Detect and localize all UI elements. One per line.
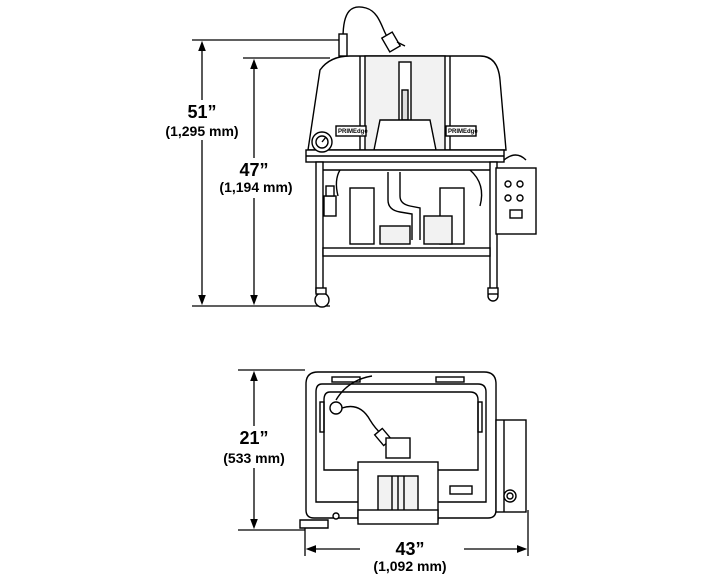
width-inches: 43”	[395, 539, 424, 559]
lower-crossbar	[322, 247, 491, 257]
left-caster	[314, 292, 330, 308]
brand-plate-right	[445, 125, 477, 137]
foot-pedal	[299, 519, 329, 529]
air-filter	[323, 195, 337, 217]
cord-grommet	[329, 401, 343, 415]
height-overall-dimension	[192, 39, 340, 307]
height-overall-mm: (1,295 mm)	[165, 123, 238, 139]
left-leg	[315, 161, 324, 293]
depth-inches: 21”	[239, 428, 268, 448]
brand-plate-left	[335, 125, 367, 137]
height-overall-inches: 51”	[187, 102, 216, 122]
top-view-machine	[299, 371, 527, 529]
height-work-mm: (1,194 mm)	[219, 179, 292, 195]
power-cord	[338, 6, 406, 57]
control-box-front	[495, 167, 537, 235]
front-view-machine	[305, 6, 537, 308]
height-work-inches: 47”	[239, 160, 268, 180]
brand-label-right: PRIMEdge	[448, 129, 478, 135]
depth-mm: (533 mm)	[223, 450, 284, 466]
brand-label-left: PRIMEdge	[338, 129, 368, 135]
width-mm: (1,092 mm)	[373, 558, 446, 574]
